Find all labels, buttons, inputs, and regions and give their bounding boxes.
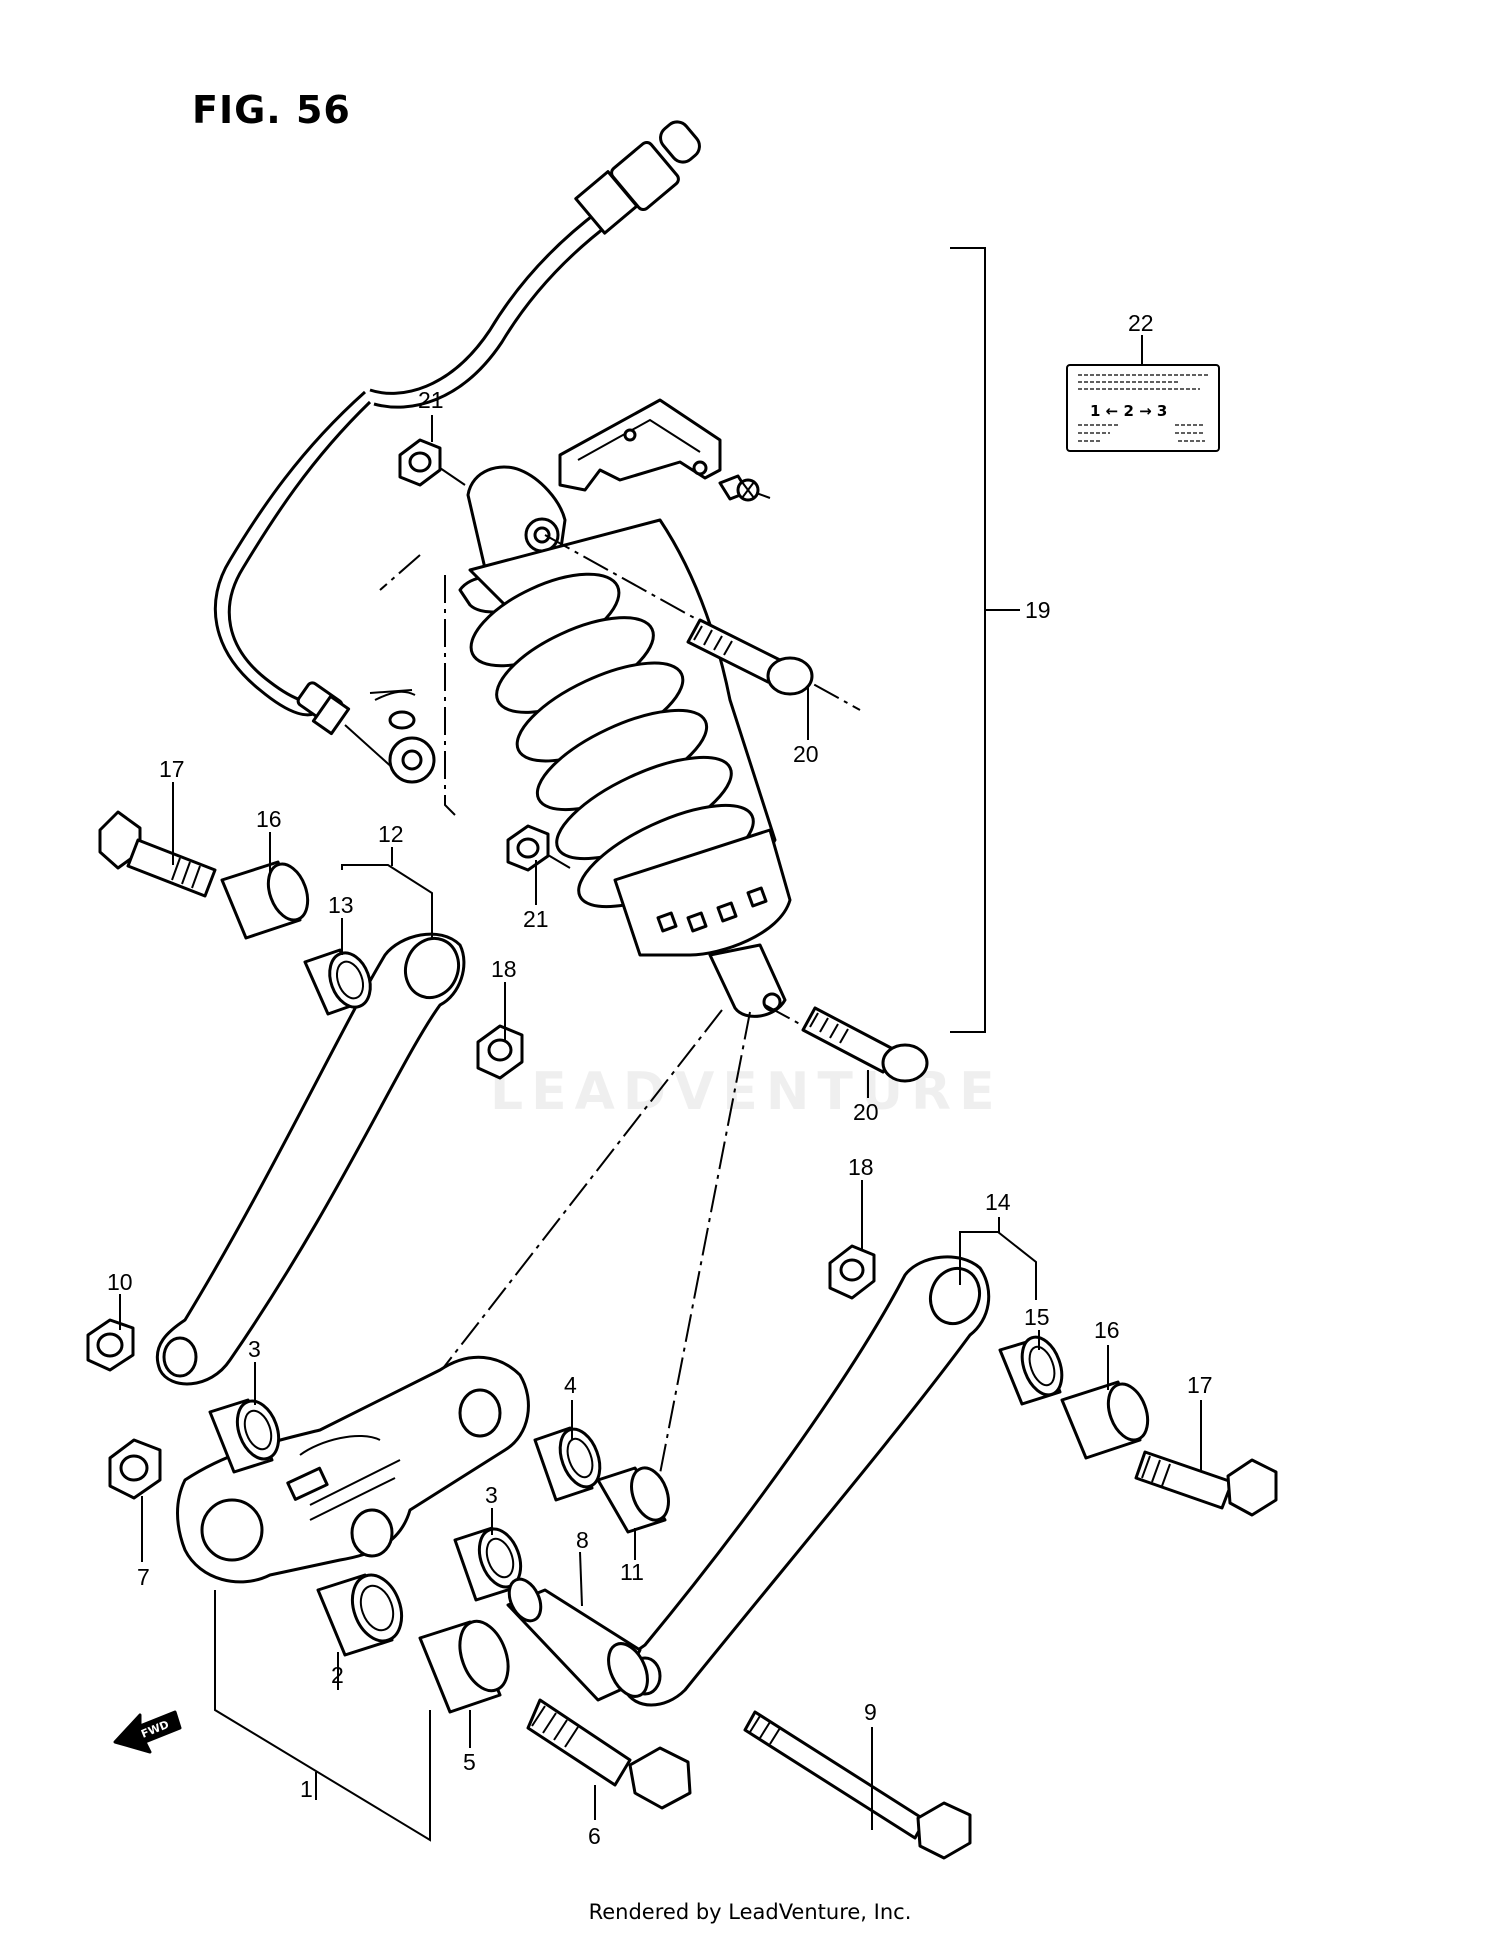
leader-cable <box>444 575 456 816</box>
callout-9: 9 <box>864 1699 877 1725</box>
adjuster-cable <box>213 120 701 784</box>
callout-7: 7 <box>137 1564 150 1590</box>
bolt-17-right <box>1134 1450 1278 1517</box>
spacer-11 <box>596 1466 670 1534</box>
callout-16-left: 16 <box>256 806 282 832</box>
callout-17-left: 17 <box>159 756 185 782</box>
group-bracket-1 <box>214 1590 431 1842</box>
callout-12: 12 <box>378 821 404 847</box>
bearing-3-upper <box>208 1398 281 1474</box>
bolt-6 <box>526 1698 692 1810</box>
bearing-15 <box>998 1335 1064 1406</box>
callout-15: 15 <box>1024 1304 1050 1330</box>
leader-lower-b <box>649 1011 751 1526</box>
footer-credit: Rendered by LeadVenture, Inc. <box>588 1900 912 1924</box>
bearing-4 <box>533 1426 602 1502</box>
bearing-13 <box>303 948 372 1016</box>
mounting-bracket <box>558 398 771 502</box>
nut-21-upper <box>398 438 442 487</box>
nut-18-upper <box>476 1024 524 1080</box>
cushion-rod-12 <box>155 932 466 1386</box>
callout-18-lower: 18 <box>848 1154 874 1180</box>
callout-5: 5 <box>463 1749 476 1775</box>
bolt-17-left <box>98 810 217 898</box>
callout-3-upper: 3 <box>248 1336 261 1362</box>
callout-8: 8 <box>576 1527 589 1553</box>
rear-shock-absorber <box>458 465 792 1018</box>
label-card-sequence: 1 ← 2 → 3 <box>1090 402 1167 420</box>
spacer-16-left <box>220 860 310 940</box>
cushion-lever-1 <box>176 1355 530 1584</box>
bolt-20-upper <box>686 618 814 696</box>
callout-2: 2 <box>331 1662 344 1688</box>
figure-title: FIG. 56 <box>192 88 351 132</box>
callout-16-right: 16 <box>1094 1317 1120 1343</box>
callout-20-lower: 20 <box>853 1099 879 1125</box>
leader-nut-top <box>379 554 421 591</box>
nut-21-lower <box>506 824 550 872</box>
leader-lower-a <box>429 1009 723 1386</box>
spacer-8 <box>506 1577 649 1702</box>
bolt-9 <box>743 1710 972 1860</box>
bolt-20-lower <box>801 1006 929 1083</box>
callout-11: 11 <box>620 1559 644 1585</box>
callout-18-upper: 18 <box>491 956 517 982</box>
spacer-5 <box>418 1619 510 1714</box>
bearing-2 <box>316 1573 404 1657</box>
callout-leaders <box>119 415 1202 1830</box>
callout-4: 4 <box>564 1372 577 1398</box>
callout-13: 13 <box>328 892 354 918</box>
callout-19: 19 <box>1025 597 1051 623</box>
callout-1: 1 <box>300 1776 313 1802</box>
assembly-bracket-19 <box>950 247 1020 1033</box>
nut-18-lower <box>828 1244 876 1300</box>
callout-10: 10 <box>107 1269 133 1295</box>
callout-6: 6 <box>588 1823 601 1849</box>
bearing-3-lower <box>453 1526 523 1602</box>
callout-3-lower: 3 <box>485 1482 498 1508</box>
callout-22: 22 <box>1128 310 1154 336</box>
fwd-direction-arrow: FWD <box>113 1710 182 1754</box>
callout-17-right: 17 <box>1187 1372 1213 1398</box>
callout-14: 14 <box>985 1189 1011 1215</box>
nut-7 <box>108 1438 162 1500</box>
group-bracket-12 <box>341 864 433 938</box>
nut-10 <box>86 1318 135 1372</box>
cushion-rod-14 <box>620 1255 991 1707</box>
nut-leaders <box>439 467 571 869</box>
label-card-22: 1 ← 2 → 3 <box>1066 364 1220 452</box>
callout-21-upper: 21 <box>418 387 444 413</box>
callout-21-lower: 21 <box>523 906 549 932</box>
callout-20-upper: 20 <box>793 741 819 767</box>
spacer-16-right <box>1060 1380 1150 1460</box>
